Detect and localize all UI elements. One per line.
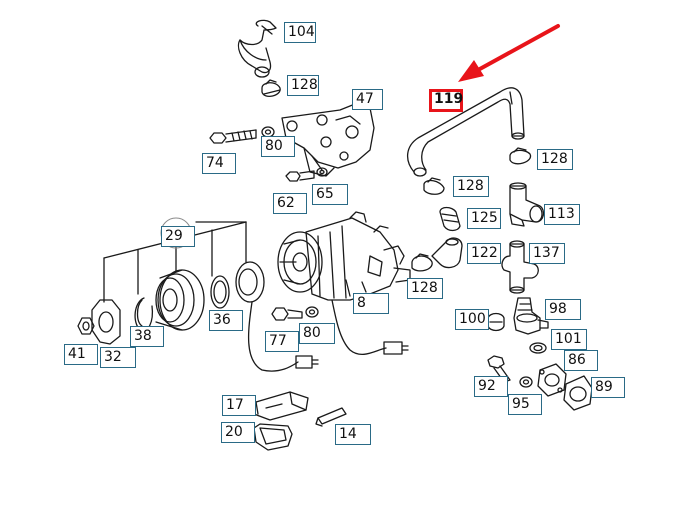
part-89-gasket <box>563 375 593 411</box>
callout-100[interactable]: 100 <box>455 309 489 330</box>
callout-101[interactable]: 101 <box>551 329 587 350</box>
callout-80-top[interactable]: 80 <box>261 136 295 157</box>
part-98-valve <box>513 297 549 335</box>
part-62-bolt <box>285 170 315 182</box>
callout-122[interactable]: 122 <box>467 243 501 264</box>
callout-104[interactable]: 104 <box>284 22 316 43</box>
part-20-clip <box>253 423 293 451</box>
part-119-hose <box>407 87 525 177</box>
part-17-connector <box>253 391 309 421</box>
part-77-bolt <box>271 307 303 321</box>
part-128-clamp-lower <box>411 253 433 272</box>
part-74-bolt <box>209 129 257 144</box>
callout-113[interactable]: 113 <box>544 204 580 225</box>
callout-77[interactable]: 77 <box>265 331 299 352</box>
callout-8[interactable]: 8 <box>353 293 389 314</box>
callout-128-right[interactable]: 128 <box>537 149 573 170</box>
callout-119-highlighted[interactable]: 119 <box>429 89 463 112</box>
callout-137[interactable]: 137 <box>529 243 565 264</box>
part-36-ring <box>210 275 230 309</box>
part-80-washer-bottom <box>305 306 319 318</box>
callout-89[interactable]: 89 <box>591 377 625 398</box>
callout-74[interactable]: 74 <box>202 153 236 174</box>
callout-125[interactable]: 125 <box>467 208 501 229</box>
part-128-clamp-middle <box>423 177 445 195</box>
callout-95[interactable]: 95 <box>508 394 542 415</box>
part-65-washer <box>316 167 328 177</box>
callout-65[interactable]: 65 <box>312 184 348 205</box>
part-104-elbow-hose <box>237 19 277 78</box>
part-pulley <box>155 269 205 331</box>
pump-wire <box>331 299 409 355</box>
part-113-tee-fitting <box>509 182 545 227</box>
callout-98[interactable]: 98 <box>545 299 581 320</box>
part-47-bracket <box>281 91 375 177</box>
part-128-clamp-right <box>509 147 532 165</box>
callout-92[interactable]: 92 <box>474 376 508 397</box>
callout-128-top[interactable]: 128 <box>287 75 319 96</box>
part-125-grommet <box>439 206 461 232</box>
part-clutch-disc <box>235 261 265 303</box>
callout-32[interactable]: 32 <box>100 347 136 368</box>
callout-62[interactable]: 62 <box>273 193 307 214</box>
part-137-tee <box>501 240 539 294</box>
part-101-o-ring <box>529 342 547 354</box>
red-arrow-icon <box>458 24 560 82</box>
callout-20[interactable]: 20 <box>221 422 255 443</box>
part-128-clamp-top <box>261 79 281 98</box>
callout-36[interactable]: 36 <box>209 310 243 331</box>
callout-80-bottom[interactable]: 80 <box>299 323 335 344</box>
part-86-flange <box>537 363 567 397</box>
callout-47[interactable]: 47 <box>352 89 383 110</box>
part-8-air-pump <box>277 211 411 301</box>
callout-128-lower[interactable]: 128 <box>407 278 443 299</box>
callout-29[interactable]: 29 <box>161 226 195 247</box>
part-41-nut <box>77 317 95 335</box>
part-14-pin <box>315 407 347 427</box>
callout-14[interactable]: 14 <box>335 424 371 445</box>
callout-128-middle[interactable]: 128 <box>453 176 489 197</box>
part-95-washer <box>519 376 533 388</box>
callout-86[interactable]: 86 <box>564 350 598 371</box>
callout-38[interactable]: 38 <box>130 326 164 347</box>
callout-17[interactable]: 17 <box>222 395 256 416</box>
clutch-wire <box>247 301 319 372</box>
part-32-hub-plate <box>91 299 121 345</box>
callout-41[interactable]: 41 <box>64 344 98 365</box>
part-122-elbow <box>431 237 463 269</box>
part-100-plug <box>487 312 505 332</box>
